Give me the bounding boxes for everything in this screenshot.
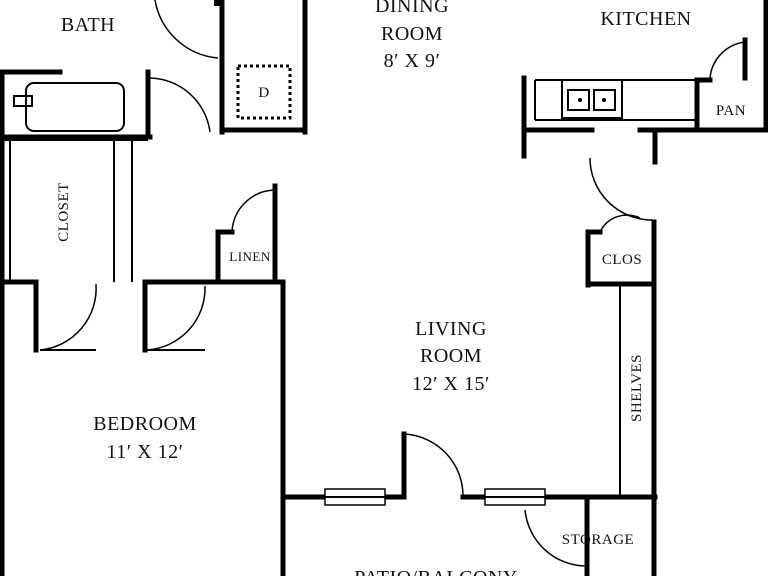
linen-label: LINEN bbox=[229, 249, 271, 264]
faucet bbox=[13, 95, 33, 107]
living-size: 12′ X 15′ bbox=[412, 373, 490, 395]
window-right bbox=[484, 488, 546, 506]
living-name-1: LIVING bbox=[415, 318, 487, 340]
clos-label: CLOS bbox=[602, 252, 642, 268]
kitchen-label: KITCHEN bbox=[600, 8, 691, 30]
doors bbox=[39, 0, 748, 567]
dryer-box bbox=[236, 64, 292, 120]
dryer-label: D bbox=[258, 85, 269, 101]
living-name-2: ROOM bbox=[420, 345, 482, 367]
dining-name-2: ROOM bbox=[381, 23, 443, 45]
window-left bbox=[324, 488, 386, 506]
pantry-label: PAN bbox=[716, 103, 746, 119]
bathtub bbox=[25, 82, 125, 132]
storage-label: STORAGE bbox=[562, 532, 634, 548]
dining-size: 8′ X 9′ bbox=[384, 50, 441, 72]
bedroom-name: BEDROOM bbox=[93, 413, 197, 435]
shelves-label: SHELVES bbox=[629, 354, 645, 422]
bath-label: BATH bbox=[61, 14, 115, 36]
closet-label: CLOSET bbox=[56, 182, 72, 242]
bedroom-size: 11′ X 12′ bbox=[107, 441, 184, 463]
kitchen-sink bbox=[561, 79, 623, 119]
dining-name-1: DINING bbox=[375, 0, 449, 17]
labels: BATH DINING ROOM 8′ X 9′ KITCHEN D PAN C… bbox=[56, 0, 746, 576]
patio-label: PATIO/BALCONY bbox=[354, 567, 518, 576]
fixtures bbox=[2, 64, 697, 506]
